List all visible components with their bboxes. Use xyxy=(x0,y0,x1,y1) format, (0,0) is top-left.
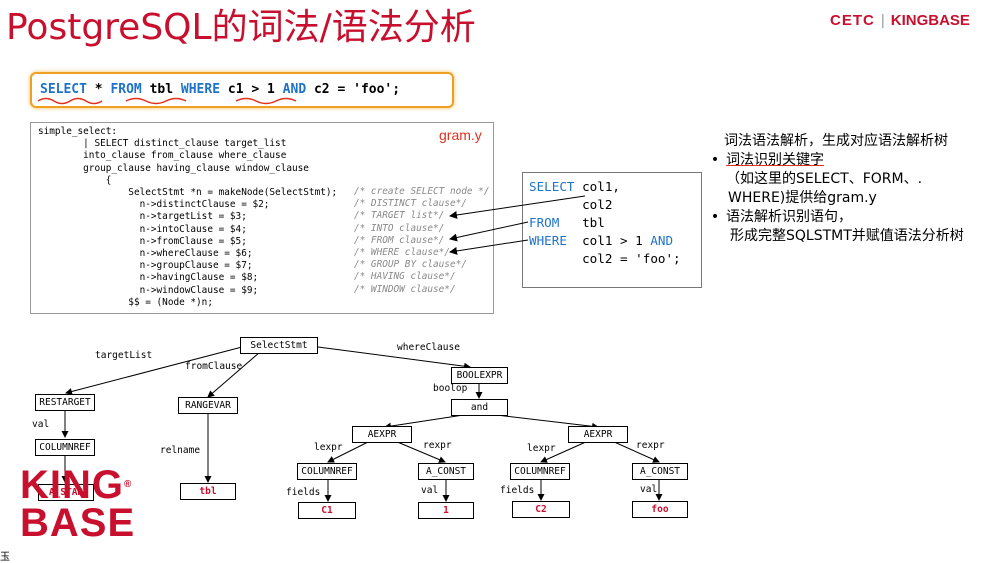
fmt-line2: col2 xyxy=(529,197,613,212)
fmt-kw-select: SELECT xyxy=(529,179,575,194)
gram-y-code-box: simple_select: | SELECT distinct_clause … xyxy=(30,122,494,314)
red-squiggle-underline xyxy=(37,97,297,105)
brand-logo: CETC | KINGBASE xyxy=(830,12,970,29)
fmt-line1: col1, xyxy=(574,179,620,194)
node-columnref-2: COLUMNREF xyxy=(297,463,357,480)
gram-comments: /* create SELECT node */ /* DISTINCT cla… xyxy=(354,186,490,295)
label-relname: relname xyxy=(160,445,201,456)
brand-separator: | xyxy=(880,12,885,29)
fmt-line5: col2 = 'foo'; xyxy=(529,251,681,266)
node-a-const-2: A_CONST xyxy=(632,463,688,480)
label-whereclause: whereClause xyxy=(397,342,460,353)
label-fields-2: fields xyxy=(500,485,535,496)
formatted-sql: SELECT col1, col2 FROM tbl WHERE col1 > … xyxy=(529,178,681,268)
brand-cetc: CETC xyxy=(830,12,875,29)
bullet-2: • xyxy=(710,209,720,225)
formatted-sql-box: SELECT col1, col2 FROM tbl WHERE col1 > … xyxy=(522,172,702,288)
note-line5: 语法解析识别语句， xyxy=(726,209,852,225)
fmt-line3: tbl xyxy=(559,215,605,230)
kingbase-logo: KING® BASE xyxy=(20,463,136,545)
logo-base: BASE xyxy=(20,501,136,545)
corner-glyph: 玉 xyxy=(0,552,10,563)
node-boolexpr: BOOLEXPR xyxy=(451,367,508,384)
label-lexpr-2: lexpr xyxy=(527,443,556,454)
fmt-line4: col1 > 1 xyxy=(566,233,651,248)
sql-cond: c1 > 1 xyxy=(220,82,283,97)
label-val-2: val xyxy=(421,485,439,496)
node-restarget: RESTARGET xyxy=(35,394,95,411)
explanation-notes: 词法语法解析，生成对应语法解析树 • 词法识别关键字 （如这里的SELECT、FO… xyxy=(704,132,998,246)
note-line4: WHERE)提供给gram.y xyxy=(728,190,877,206)
kw-from: FROM xyxy=(110,82,142,97)
node-c2: C2 xyxy=(512,501,570,518)
logo-king: KING xyxy=(20,463,124,507)
fmt-kw-and: AND xyxy=(650,233,674,248)
node-columnref-1: COLUMNREF xyxy=(35,439,95,456)
node-selectstmt: SelectStmt xyxy=(240,337,318,354)
note-line2: 词法识别关键字 xyxy=(726,152,824,168)
label-targetlist: targetList xyxy=(95,350,153,361)
fmt-kw-from: FROM xyxy=(529,215,560,230)
sql-statement: SELECT * FROM tbl WHERE c1 > 1 AND c2 = … xyxy=(40,82,400,97)
sql-cond2: c2 = 'foo'; xyxy=(306,82,401,97)
node-a-star: A_STAR xyxy=(38,484,94,501)
node-tbl: tbl xyxy=(180,483,236,500)
node-aexpr-1: AEXPR xyxy=(352,426,412,443)
kw-select: SELECT xyxy=(40,82,87,97)
gram-code: simple_select: | SELECT distinct_clause … xyxy=(38,126,338,308)
bullet-1: • xyxy=(710,152,720,168)
node-columnref-3: COLUMNREF xyxy=(510,463,570,480)
sql-star: * xyxy=(86,82,111,97)
note-line1: 词法语法解析，生成对应语法解析树 xyxy=(724,133,948,149)
fmt-kw-where: WHERE xyxy=(529,233,567,248)
label-fields-1: fields xyxy=(286,487,321,498)
logo-registered: ® xyxy=(124,479,133,490)
note-line6: 形成完整SQLSTMT并赋值语法分析树 xyxy=(730,228,964,244)
kw-where: WHERE xyxy=(180,82,221,97)
arrow-target-list xyxy=(449,195,586,219)
label-val-1: val xyxy=(32,419,50,430)
node-and: and xyxy=(451,399,508,416)
node-aexpr-2: AEXPR xyxy=(568,426,628,443)
label-val-3: val xyxy=(640,484,658,495)
node-foo: foo xyxy=(632,501,688,518)
label-lexpr-1: lexpr xyxy=(314,442,343,453)
note-line3: （如这里的SELECT、FORM、. xyxy=(726,171,923,187)
arrow-where-clause xyxy=(449,239,529,255)
sql-statement-box: SELECT * FROM tbl WHERE c1 > 1 AND c2 = … xyxy=(30,72,454,108)
sql-tbl: tbl xyxy=(141,82,181,97)
arrow-from-clause xyxy=(449,221,529,242)
label-rexpr-2: rexpr xyxy=(636,440,665,451)
brand-kingbase: KINGBASE xyxy=(890,12,970,29)
node-1: 1 xyxy=(418,502,474,519)
label-fromclause: fromClause xyxy=(185,361,243,372)
node-a-const-1: A_CONST xyxy=(418,463,474,480)
label-rexpr-1: rexpr xyxy=(423,440,452,451)
label-boolop: boolop xyxy=(433,383,468,394)
node-rangevar: RANGEVAR xyxy=(178,397,238,414)
gram-filename: gram.y xyxy=(439,127,482,143)
node-c1: C1 xyxy=(298,502,356,519)
page-title: PostgreSQL的词法/语法分析 xyxy=(6,7,476,48)
kw-and: AND xyxy=(282,82,307,97)
